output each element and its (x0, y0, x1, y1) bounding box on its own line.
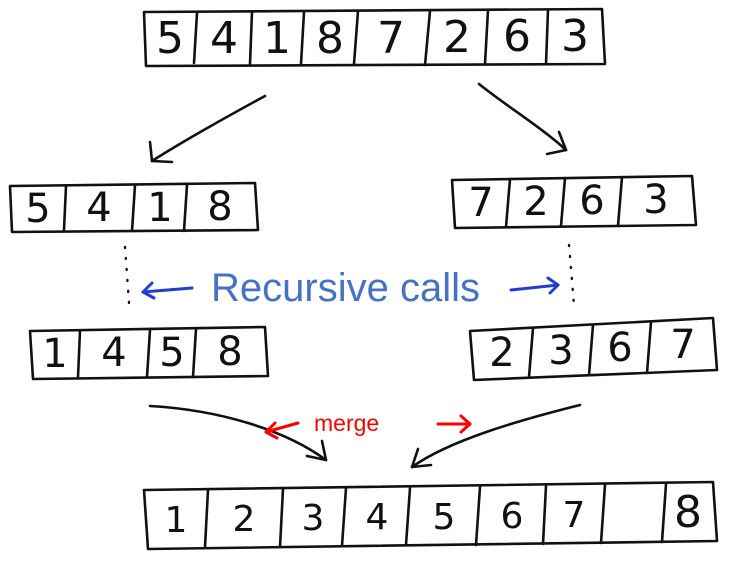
merge-label: merge (314, 410, 380, 436)
left-split-cell-3: 1 (147, 185, 173, 231)
right-sorted-cell-3: 6 (607, 325, 633, 371)
merged-cell-7: 7 (562, 495, 586, 536)
top-cell-1: 5 (156, 13, 184, 64)
top-array-box (142, 7, 607, 68)
merged-array-box (142, 480, 719, 551)
merged-cell-6: 6 (500, 496, 524, 537)
left-split-cell-1: 5 (25, 186, 51, 232)
top-cell-4: 8 (316, 13, 344, 64)
top-cell-2: 4 (210, 13, 238, 64)
merged-cell-2: 2 (232, 499, 256, 540)
left-sorted-cell-1: 1 (42, 331, 68, 377)
top-cell-3: 1 (263, 13, 291, 64)
top-cell-7: 6 (503, 11, 531, 62)
left-split-box (8, 181, 260, 234)
right-sorted-box (468, 316, 719, 382)
right-sorted-cell-4: 7 (670, 322, 696, 368)
right-split-cell-1: 7 (468, 180, 494, 226)
recursion-dots-right (567, 243, 576, 307)
split-arrow-left (148, 94, 267, 164)
left-split-cell-4: 8 (207, 184, 233, 230)
top-cell-6: 2 (443, 12, 471, 63)
merged-cell-4: 4 (365, 497, 389, 538)
right-sorted-cell-2: 3 (548, 328, 574, 374)
merge-arrow-left (148, 404, 328, 462)
recursive-arrow-left (141, 281, 194, 300)
left-sorted-cell-2: 4 (101, 330, 127, 376)
left-split-cell-2: 4 (86, 185, 112, 231)
right-split-cell-3: 6 (579, 178, 605, 224)
left-sorted-box (28, 325, 270, 381)
merge-arrow-right (410, 403, 582, 469)
merged-cell-5: 5 (432, 497, 456, 538)
right-split-box (450, 174, 698, 230)
recursive-calls-label: Recursive calls (211, 266, 480, 310)
left-sorted-cell-4: 8 (217, 329, 243, 375)
right-split-cell-2: 2 (523, 179, 549, 225)
top-cell-8: 3 (561, 11, 589, 62)
top-cell-5: 7 (377, 13, 405, 64)
merge-red-arrow-right (436, 414, 472, 434)
right-sorted-cell-1: 2 (489, 330, 515, 376)
recursion-dots-left (123, 245, 131, 305)
merge-red-arrow-left (264, 421, 300, 440)
merged-cell-1: 1 (164, 500, 188, 541)
merged-cell-3: 3 (301, 498, 325, 539)
left-sorted-cell-3: 5 (159, 330, 185, 376)
split-arrow-right (477, 82, 568, 156)
merged-cell-8: 8 (674, 487, 702, 538)
recursive-arrow-right (509, 276, 560, 295)
right-split-cell-4: 3 (643, 177, 669, 223)
